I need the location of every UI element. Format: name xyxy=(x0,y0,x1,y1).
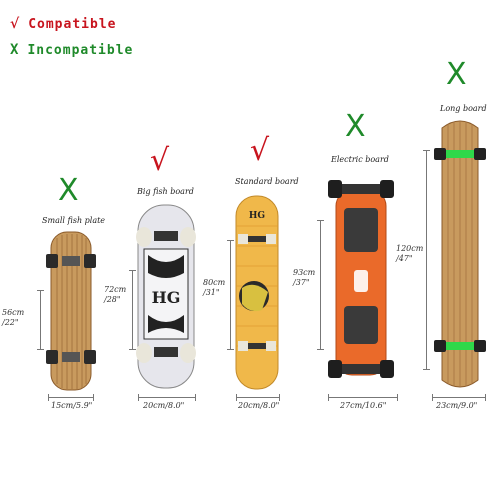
cross-icon: X xyxy=(345,109,366,144)
board-label-small-fish: Small fish plate xyxy=(42,216,106,225)
width-small-fish: 15cm/5.9" xyxy=(51,401,93,410)
dimension-arrow-icon xyxy=(236,394,280,401)
board-label-big-fish: Big fish board xyxy=(137,187,194,196)
length-big-fish: 72cm /28" xyxy=(104,285,127,304)
dimension-arrow-icon xyxy=(48,394,94,401)
svg-text:HG: HG xyxy=(152,288,181,307)
length-standard: 80cm /31" xyxy=(203,278,226,297)
cross-icon: X xyxy=(446,57,467,92)
width-electric: 27cm/10.6" xyxy=(340,401,387,410)
svg-text:HG: HG xyxy=(249,211,265,221)
dimension-arrow-icon xyxy=(328,394,398,401)
check-icon: √ xyxy=(250,133,270,168)
dimension-arrow-icon xyxy=(129,270,136,350)
dimension-arrow-icon xyxy=(317,220,324,350)
legend-incompatible-label: Incompatible xyxy=(27,43,134,58)
width-long: 23cm/9.0" xyxy=(436,401,478,410)
length-electric: 93cm /37" xyxy=(293,268,316,287)
skateboard-icon xyxy=(46,231,96,391)
width-big-fish: 20cm/8.0" xyxy=(143,401,185,410)
dimension-arrow-icon xyxy=(37,290,44,350)
cross-icon: X xyxy=(58,173,79,208)
dimension-arrow-icon xyxy=(138,394,196,401)
skateboard-icon: HG xyxy=(136,204,196,389)
skateboard-icon xyxy=(328,180,394,378)
dimension-arrow-icon xyxy=(423,150,430,370)
legend-compatible: √ Compatible xyxy=(10,16,116,32)
width-standard: 20cm/8.0" xyxy=(238,401,280,410)
length-long: 120cm /47" xyxy=(396,244,424,263)
board-label-standard: Standard board xyxy=(235,177,299,186)
skateboard-icon: HG xyxy=(235,195,279,390)
check-icon: √ xyxy=(150,143,170,178)
length-small-fish: 56cm /22" xyxy=(2,308,25,327)
dimension-arrow-icon xyxy=(227,240,234,350)
dimension-arrow-icon xyxy=(432,394,486,401)
check-icon: √ xyxy=(10,16,21,32)
skateboard-icon xyxy=(434,120,486,388)
board-label-long: Long board xyxy=(440,104,487,113)
board-label-electric: Electric board xyxy=(331,155,389,164)
legend-compatible-label: Compatible xyxy=(28,17,117,32)
cross-icon: X xyxy=(10,42,20,58)
legend-incompatible: X Incompatible xyxy=(10,42,133,58)
